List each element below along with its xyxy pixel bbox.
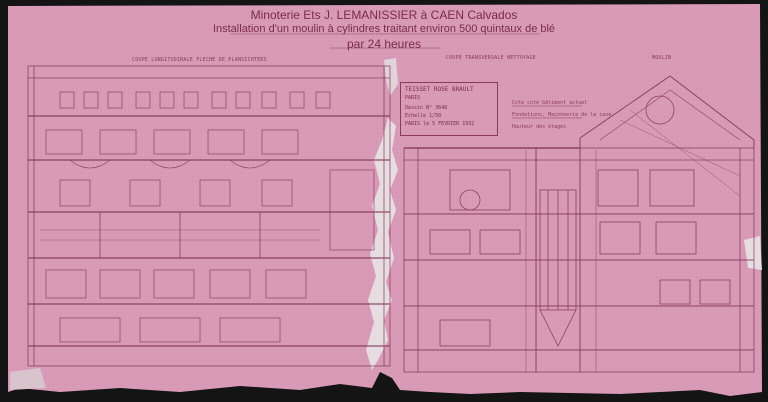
edge-damage-bottom-left <box>10 368 46 390</box>
note-1: Cote coté bâtiment actuel <box>512 100 588 106</box>
stamp-company: TEISSET ROSE BRAULT <box>405 86 474 93</box>
stamp-drawing-number: Dessin N° 3648 <box>405 105 448 111</box>
edge-damage-right <box>744 236 762 270</box>
document-subtitle-2: par 24 heures <box>346 37 422 51</box>
drawing-stamp: TEISSET ROSE BRAULT PARIS Dessin N° 3648… <box>400 82 498 136</box>
section-label-middle: COUPE TRANSVERSALE NETTOYAGE <box>446 55 536 61</box>
title-block: Minoterie Ets J. LEMANISSIER à CAEN Calv… <box>0 0 768 70</box>
note-3: Hauteur des étages <box>512 124 567 130</box>
stamp-date: PARIS le 5 FEVRIER 1932 <box>405 121 475 127</box>
document-title: Minoterie Ets J. LEMANISSIER à CAEN Calv… <box>250 8 518 22</box>
tear-damage-top <box>384 58 398 96</box>
document-subtitle: Installation d'un moulin à cylindres tra… <box>212 23 556 35</box>
section-label-right: MOULIN <box>652 55 672 61</box>
section-label-left: COUPE LONGITUDINALE FLECHE DE PLANSICHTE… <box>132 57 267 63</box>
stamp-city: PARIS <box>405 95 421 101</box>
note-2: Fondations, Maçonnerie de la cave <box>512 112 612 118</box>
stamp-scale: Echelle 1/50 <box>405 113 442 119</box>
